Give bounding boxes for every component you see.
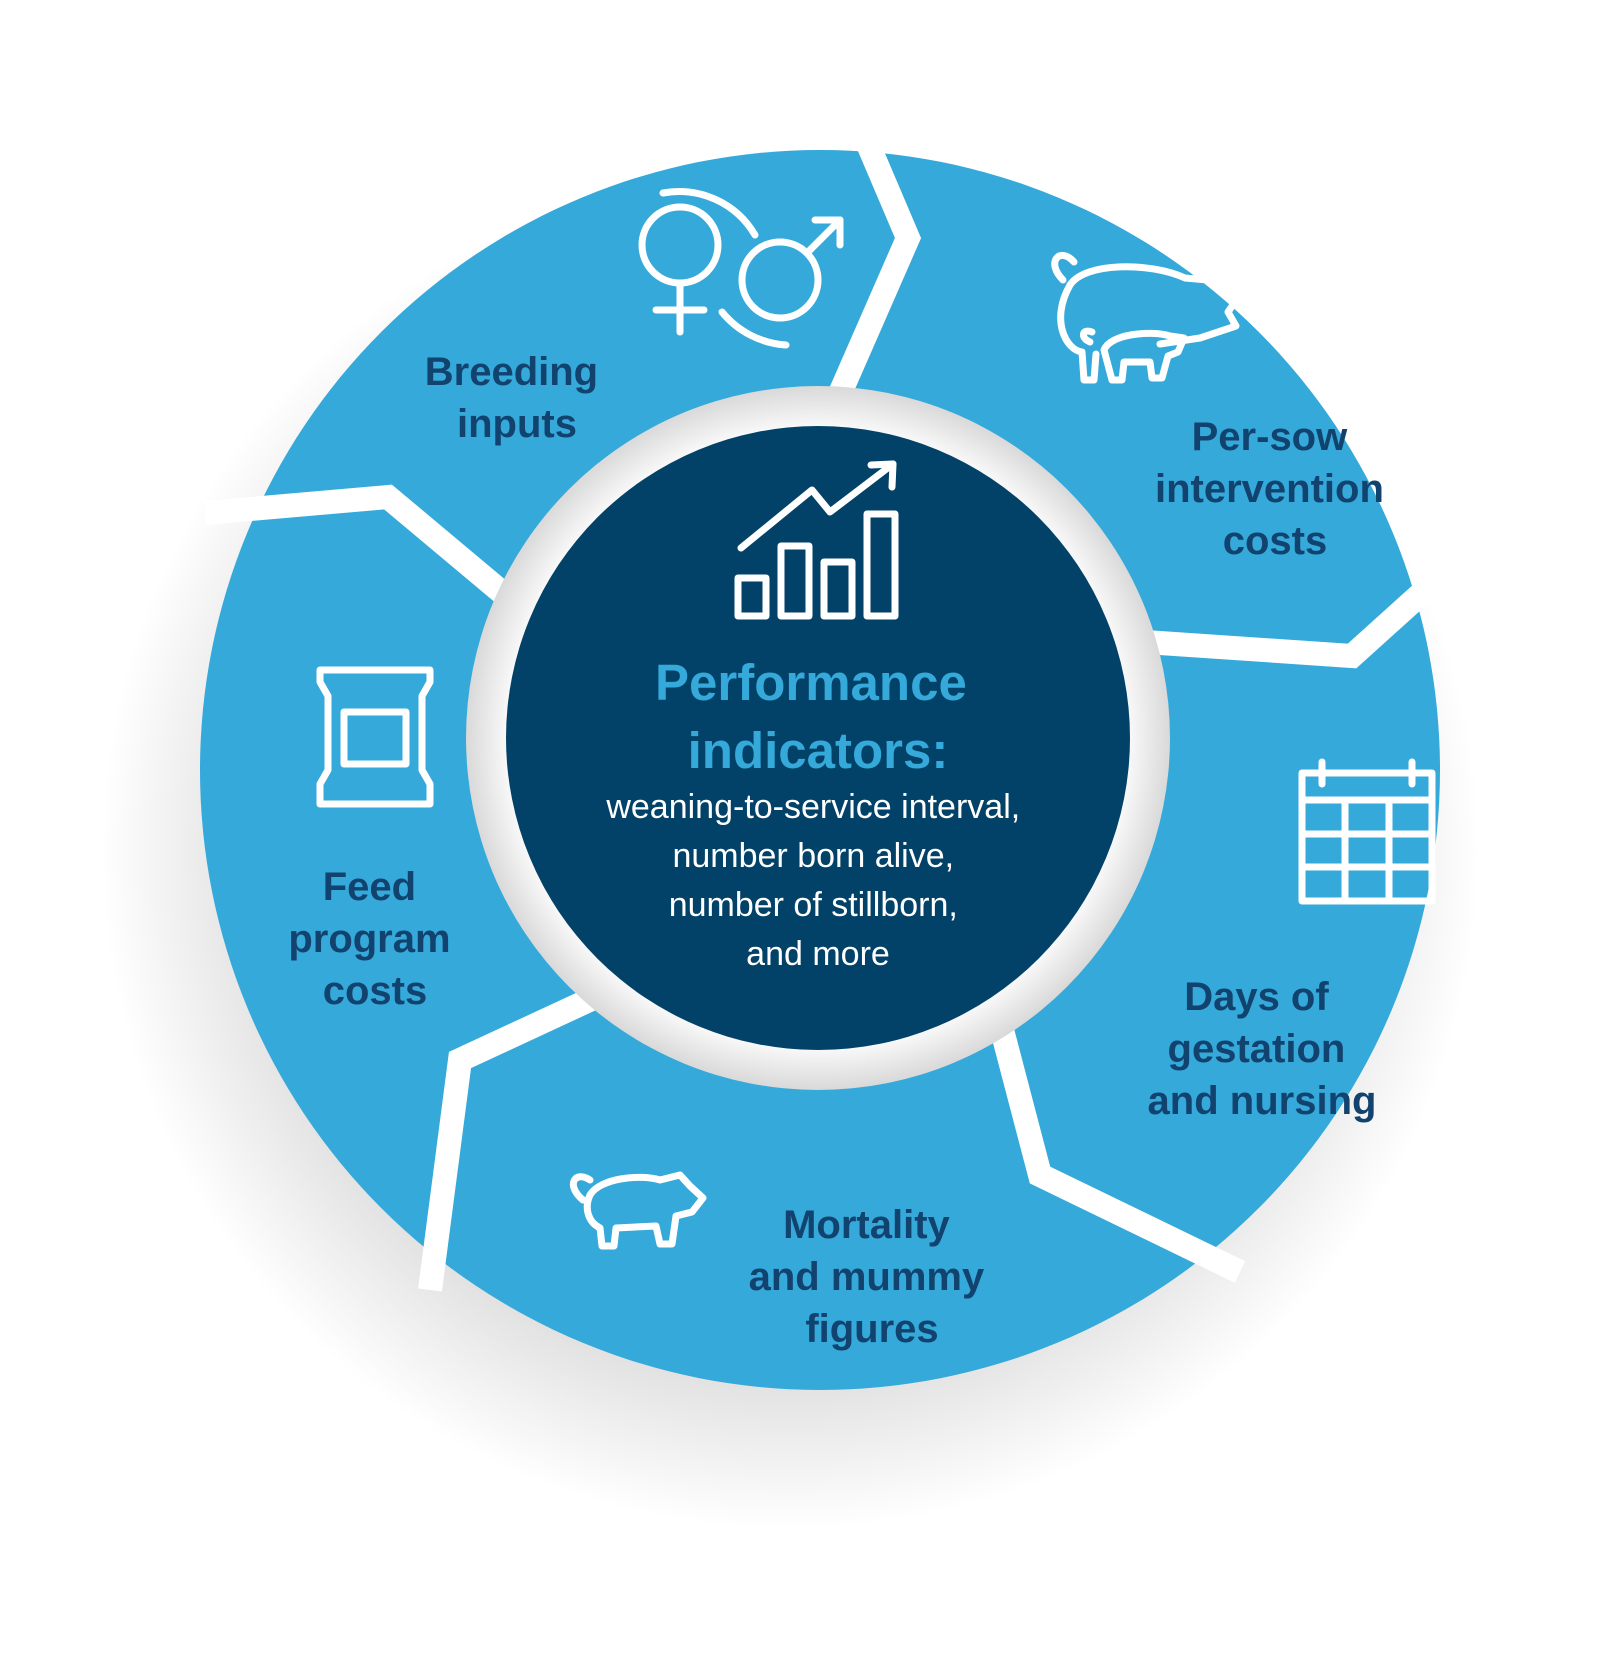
segment-label-line: and mummy: [749, 1255, 985, 1299]
center-description: weaning-to-service interval, number born…: [605, 788, 1029, 973]
separator-days-mortality: [990, 1026, 1246, 1283]
calendar-icon: [1298, 758, 1436, 905]
segment-label-line: intervention: [1155, 467, 1384, 511]
rising-bar-chart-icon: [734, 460, 899, 620]
female-male-symbols-icon: [638, 188, 844, 349]
segment-mortality-and-mummy: Mortality and mummy figures: [569, 1171, 996, 1351]
segment-breeding-inputs: Breeding inputs: [425, 188, 844, 446]
center-title-line: Performance: [655, 654, 967, 711]
segment-days-of-gestation: Days of gestation and nursing: [1148, 758, 1436, 1123]
segment-label-line: figures: [805, 1307, 938, 1351]
segment-label-line: Per-sow: [1192, 415, 1348, 459]
segment-label: Per-sow intervention costs: [1155, 415, 1395, 563]
segment-label-line: and nursing: [1148, 1079, 1377, 1123]
segment-label-line: Breeding: [425, 350, 598, 394]
center-title-line: indicators:: [688, 722, 949, 779]
separator-feed-breeding: [203, 484, 513, 605]
separator-persow-days: [1144, 546, 1473, 669]
segment-label-line: gestation: [1168, 1027, 1346, 1071]
segment-separators: [203, 85, 1473, 1292]
segment-label: Mortality and mummy figures: [749, 1203, 996, 1351]
separator-breeding-persow: [827, 85, 922, 403]
segment-label: Breeding inputs: [425, 350, 609, 446]
segment-label-line: program: [288, 917, 450, 961]
segment-label-line: costs: [323, 969, 428, 1013]
segment-label-line: Feed: [323, 865, 416, 909]
segment-per-sow-intervention-costs: Per-sow intervention costs: [1051, 252, 1395, 563]
pig-icon: [569, 1171, 707, 1250]
segment-label-line: costs: [1223, 519, 1328, 563]
segment-label-line: Days of: [1184, 975, 1329, 1019]
feed-bag-icon: [316, 666, 434, 808]
center-description-line: weaning-to-service interval,: [605, 788, 1020, 826]
segment-label: Days of gestation and nursing: [1148, 975, 1377, 1123]
sow-and-piglet-icon: [1051, 252, 1250, 384]
segment-label-line: inputs: [457, 402, 577, 446]
segment-label: Feed program costs: [288, 865, 461, 1013]
segment-label-line: Mortality: [783, 1203, 950, 1247]
center-title: Performance indicators:: [655, 654, 981, 779]
separator-mortality-feed: [418, 978, 619, 1292]
center-description-line: number born alive,: [672, 837, 954, 875]
center-description-line: number of stillborn,: [669, 886, 958, 924]
center-disk: [506, 426, 1130, 1050]
center-description-line: and more: [746, 935, 890, 973]
segment-feed-program-costs: Feed program costs: [288, 666, 461, 1013]
